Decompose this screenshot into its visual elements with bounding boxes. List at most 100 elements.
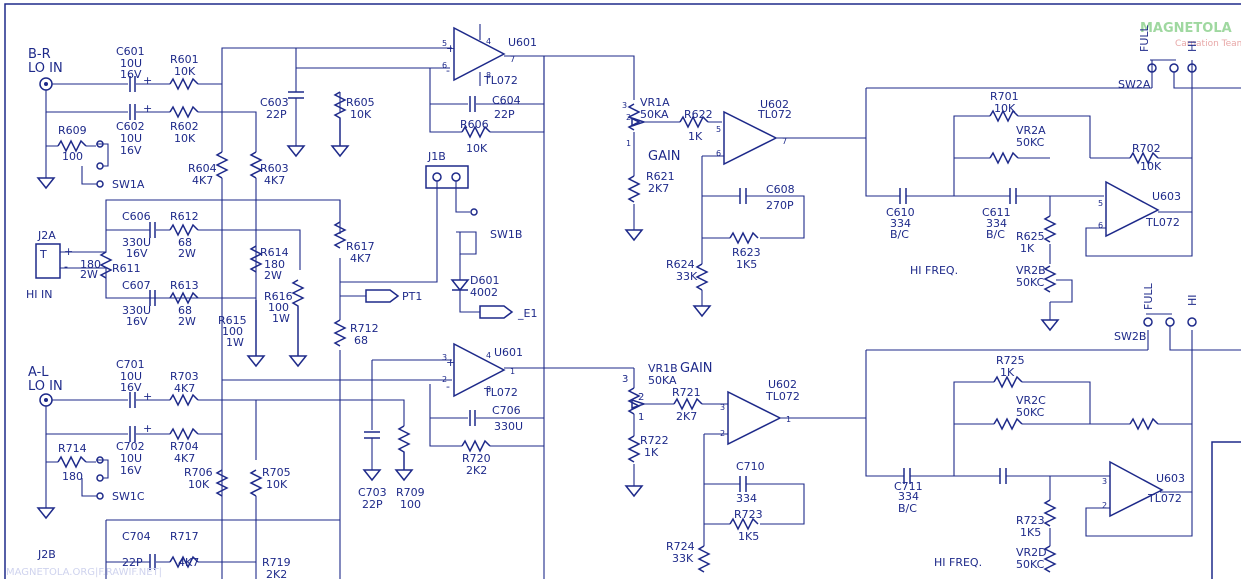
label-pots-2-n: VR2A	[1016, 124, 1046, 137]
label-opamp_type: TL072	[483, 386, 518, 399]
label-caps-10-v: 10U	[120, 452, 142, 465]
svg-text:5: 5	[716, 125, 721, 134]
svg-text:2: 2	[638, 392, 644, 403]
opamp-u602-bottom	[727, 390, 782, 446]
label-caps-2-v: 22P	[266, 108, 287, 121]
svg-text:6: 6	[1098, 221, 1103, 230]
logo-team: Carnation Team	[1175, 39, 1241, 49]
svg-text:-: -	[446, 380, 450, 393]
c601-name: C601	[116, 45, 145, 58]
label-caps-7-n: C610	[886, 206, 915, 219]
label-res-8-n: R612	[170, 210, 199, 223]
label-labels_freq-0: GAIN	[648, 149, 681, 164]
svg-text:+: +	[143, 102, 152, 115]
label-test_points-1: _E1	[517, 307, 537, 320]
svg-text:+: +	[446, 356, 455, 369]
svg-text:3: 3	[622, 101, 627, 110]
svg-text:2: 2	[626, 113, 631, 122]
label-res-30-v: 4K7	[178, 556, 199, 569]
label-caps-16-n: C711	[894, 480, 923, 493]
label-pots-5-v: 50KC	[1016, 558, 1045, 571]
label-pots-1-v: 50KA	[648, 374, 677, 387]
label-res-20-v: 1K	[1020, 242, 1035, 255]
label-switches-0: SW1A	[112, 178, 145, 191]
label-res-23-n: R703	[170, 370, 199, 383]
label-res-9-v2: 2W	[178, 315, 196, 328]
label-caps-0-v2: 16V	[120, 68, 142, 81]
label-caps-3-v: 22P	[494, 108, 515, 121]
label-switches-2: SW1C	[112, 490, 145, 503]
label-pots-3-v: 50KC	[1016, 276, 1045, 289]
label-res-22-n: R702	[1132, 142, 1161, 155]
svg-text:4: 4	[486, 351, 491, 360]
label-res-1-v: 10K	[174, 132, 196, 145]
label-res-17-n: R622	[684, 108, 713, 121]
svg-text:-: -	[446, 64, 450, 77]
label-caps-8-v: 334	[986, 217, 1007, 230]
label-caps-8-v2: B/C	[986, 228, 1005, 241]
label-hi_in-label: HI IN	[26, 288, 53, 301]
svg-text:8: 8	[486, 71, 491, 80]
label-res-10-n: R614	[260, 246, 289, 259]
label-pots-0-v: 50KA	[640, 108, 669, 121]
label-res-24-n: R704	[170, 440, 199, 453]
label-caps-9-v2: 16V	[120, 381, 142, 394]
watermark: MAGNETOLA.ORG|F.RAWIF.NET|	[6, 567, 162, 578]
label-res-31-n: R719	[262, 556, 291, 569]
svg-text:+: +	[143, 422, 152, 435]
label-sw2_labels-1: HI	[1186, 294, 1199, 306]
jumper-j1b	[425, 165, 469, 189]
label-res-6-v: 100	[62, 150, 83, 163]
label-res-11-v: 100	[222, 325, 243, 338]
label-j2b: J2B	[37, 548, 56, 561]
label-sw2_labels-0: FULL	[1138, 24, 1151, 52]
label-res-20-n: R625	[1016, 230, 1045, 243]
label-caps-6-n: C608	[766, 183, 795, 196]
c602-name: C602	[116, 120, 145, 133]
label-caps-4-v: 330U	[122, 236, 151, 249]
label-res-33-n: R721	[672, 386, 701, 399]
label-res-0-v: 10K	[174, 65, 196, 78]
label-diode-name: D601	[470, 274, 499, 287]
label-res-28-v: 68	[354, 334, 368, 347]
label-sw2_labels-0: FULL	[1142, 282, 1155, 310]
svg-text:3: 3	[622, 374, 628, 385]
svg-text:1: 1	[638, 412, 644, 423]
label-res-3-v: 4K7	[192, 174, 213, 187]
svg-text:+: +	[143, 74, 152, 87]
label-caps-13-v: 330U	[494, 420, 523, 433]
opamp-u603-top	[1105, 180, 1160, 238]
label-pots-2-v: 50KC	[1016, 136, 1045, 149]
svg-text:6: 6	[716, 149, 721, 158]
label-res-26-v: 10K	[188, 478, 210, 491]
label-pots-4-v: 50KC	[1016, 406, 1045, 419]
label-caps-13-n: C706	[492, 404, 521, 417]
label-test_points-0: PT1	[402, 290, 422, 303]
label-caps-10-n: C702	[116, 440, 145, 453]
connector-j2a	[35, 243, 61, 279]
opamp-u601-bottom	[453, 342, 506, 398]
label-res-13-n: R617	[346, 240, 375, 253]
label-res-12-v: 100	[268, 301, 289, 314]
opamp-u601-top	[453, 26, 506, 82]
label-res-11-v2: 1W	[226, 336, 244, 349]
svg-text:5: 5	[442, 39, 447, 48]
label-res-18-n: R623	[732, 246, 761, 259]
label-opamps-u603: U603	[1152, 190, 1181, 203]
label-res-8-v2: 2W	[178, 247, 196, 260]
label-res-16-v: 2K7	[648, 182, 669, 195]
label-switches-1: SW1B	[490, 228, 522, 241]
label-opamps-u602: U602	[768, 378, 797, 391]
label-res-9-v: 68	[178, 304, 192, 317]
label-switches-4: SW2B	[1114, 330, 1146, 343]
label-sw2_labels-1: HI	[1186, 40, 1199, 52]
svg-text:1K5: 1K5	[1020, 526, 1041, 539]
label-caps-16-v: 334	[898, 490, 919, 503]
label-res-25-v: 10K	[266, 478, 288, 491]
label-res-2-v: 4K7	[264, 174, 285, 187]
label-res-37-n: R725	[996, 354, 1025, 367]
label-caps-4-n: C606	[122, 210, 151, 223]
label-res-12-n: R616	[264, 290, 293, 303]
input-label-br: B-R	[28, 47, 51, 62]
